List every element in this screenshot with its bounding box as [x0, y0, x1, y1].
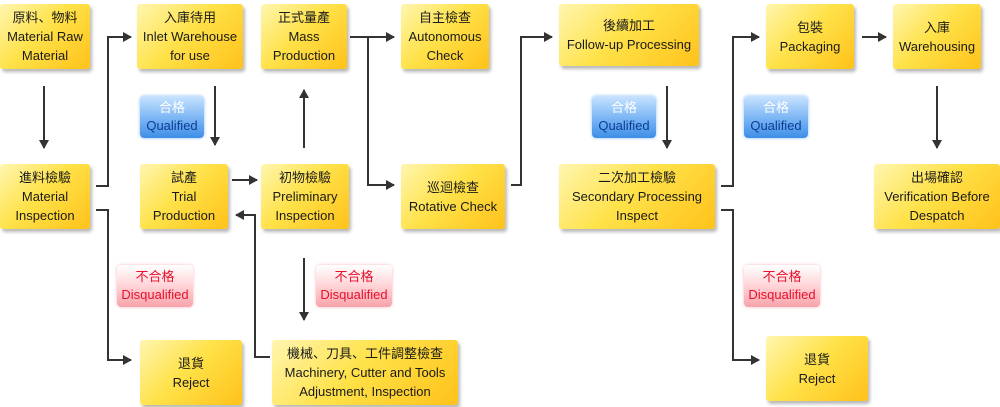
disqualified-tag: 不合格 Disqualified — [316, 265, 392, 307]
node-label-en: Machinery, Cutter and Tools — [284, 365, 446, 380]
node-label-en: Inspect — [616, 208, 658, 223]
node-label-en: Verification Before — [884, 189, 990, 204]
node-mass-production: 正式量產 Mass Production — [261, 4, 347, 69]
tag-label-en: Qualified — [598, 118, 650, 133]
node-label-zh: 試產 — [170, 170, 197, 185]
tag-label-en: Qualified — [146, 118, 198, 133]
arrow-secondary-to-reject — [721, 209, 760, 365]
disqualified-tag: 不合格 Disqualified — [744, 265, 820, 307]
node-label-zh: 巡迴檢查 — [426, 179, 479, 195]
node-label-en: Reject — [172, 374, 210, 390]
arrow-machinery-to-trial — [235, 210, 270, 358]
node-label-en: Secondary Processing — [571, 189, 703, 204]
node-inlet-warehouse: 入庫待用 Inlet Warehouse for use — [137, 4, 243, 69]
arrow-mass-to-rotative — [367, 37, 395, 190]
node-label-zh: 正式量產 — [277, 10, 330, 25]
node-preliminary-inspection: 初物檢驗 Preliminary Inspection — [261, 164, 349, 229]
node-label-en: for use — [170, 48, 210, 63]
qualified-tag: 合格 Qualified — [744, 96, 808, 138]
qualified-tag: 合格 Qualified — [140, 96, 204, 138]
node-label-en: Material Raw — [7, 29, 83, 44]
node-label-en: Inspection — [275, 208, 335, 223]
node-label-zh: 入庫 — [923, 19, 950, 35]
arrow-inspection-to-reject — [96, 209, 132, 365]
tag-label-zh: 合格 — [158, 100, 185, 115]
node-label-zh: 機械、刀具、工件調整檢查 — [286, 346, 443, 361]
node-label-en: Trial — [171, 189, 197, 204]
node-label-zh: 初物檢驗 — [278, 170, 331, 185]
node-label-en: Inspection — [15, 208, 75, 223]
node-label-en: Adjustment, Inspection — [299, 384, 431, 399]
qualified-tag: 合格 Qualified — [592, 96, 656, 138]
node-label-zh: 退貨 — [177, 355, 204, 371]
node-autonomous-check: 自主檢查 Autonomous Check — [401, 4, 489, 69]
tag-label-en: Disqualified — [121, 287, 189, 302]
arrow-secondary-to-packaging — [721, 32, 760, 187]
node-label-zh: 原料、物料 — [12, 10, 78, 25]
node-label-en: Rotative Check — [408, 198, 498, 214]
node-packaging: 包裝 Packaging — [766, 4, 854, 69]
node-label-zh: 退貨 — [803, 351, 830, 367]
node-label-en: Preliminary — [272, 189, 338, 204]
node-label-en: Inlet Warehouse — [142, 29, 238, 44]
node-label-zh: 後續加工 — [602, 18, 655, 33]
node-label-zh: 進料檢驗 — [18, 170, 71, 185]
node-material-inspection: 進料檢驗 Material Inspection — [0, 164, 90, 229]
node-label-zh: 入庫待用 — [163, 10, 216, 25]
tag-label-en: Disqualified — [748, 287, 816, 302]
node-label-en: Production — [152, 208, 216, 223]
node-label-en: Mass — [288, 29, 320, 44]
tag-label-zh: 不合格 — [135, 269, 175, 284]
node-label-en: Despatch — [909, 208, 965, 223]
tag-label-en: Qualified — [750, 118, 802, 133]
node-label-en: Packaging — [779, 38, 841, 54]
node-label-en: Reject — [798, 370, 836, 386]
node-label-zh: 自主檢查 — [418, 10, 471, 25]
node-secondary-processing-inspect: 二次加工檢驗 Secondary Processing Inspect — [559, 164, 715, 229]
node-verification-before-despatch: 出場確認 Verification Before Despatch — [874, 164, 1000, 229]
node-machinery-adjustment: 機械、刀具、工件調整檢查 Machinery, Cutter and Tools… — [272, 340, 458, 405]
tag-label-zh: 不合格 — [762, 269, 802, 284]
tag-label-en: Disqualified — [320, 287, 388, 302]
node-label-en: Material — [21, 48, 69, 63]
node-label-zh: 二次加工檢驗 — [597, 170, 676, 185]
node-warehousing: 入庫 Warehousing — [893, 4, 981, 69]
node-label-en: Production — [272, 48, 336, 63]
node-follow-up-processing: 後續加工 Follow-up Processing — [559, 4, 699, 66]
disqualified-tag: 不合格 Disqualified — [117, 265, 193, 307]
node-label-en: Check — [426, 48, 464, 63]
node-reject-1: 退貨 Reject — [140, 340, 242, 405]
tag-label-zh: 合格 — [762, 100, 789, 115]
node-label-zh: 包裝 — [796, 19, 823, 35]
node-reject-2: 退貨 Reject — [766, 336, 868, 401]
arrow-inspection-to-warehouse — [96, 32, 132, 187]
tag-label-zh: 不合格 — [334, 269, 374, 284]
node-label-en: Follow-up Processing — [566, 37, 692, 52]
node-material-raw: 原料、物料 Material Raw Material — [0, 4, 90, 69]
node-label-en: Autonomous — [408, 29, 482, 44]
node-trial-production: 試產 Trial Production — [140, 164, 228, 229]
node-label-en: Warehousing — [898, 38, 976, 54]
arrow-checks-to-followup — [511, 32, 553, 186]
node-rotative-check: 巡迴檢查 Rotative Check — [401, 164, 505, 229]
tag-label-zh: 合格 — [610, 100, 637, 115]
node-label-zh: 出場確認 — [910, 170, 963, 185]
node-label-en: Material — [21, 189, 69, 204]
